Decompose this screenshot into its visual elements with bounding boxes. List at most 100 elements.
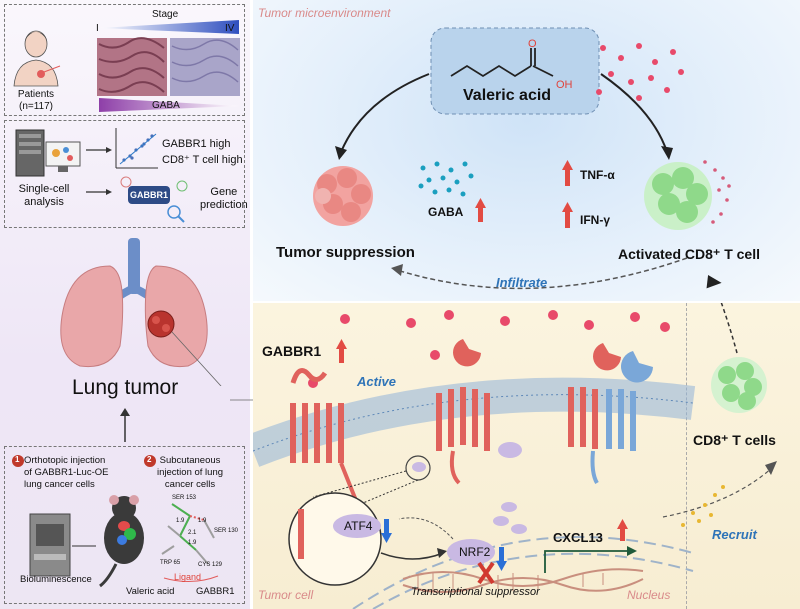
tumor-suppression-label: Tumor suppression: [276, 244, 415, 261]
distance-label: 2.1: [188, 530, 197, 536]
cxcl13-label: CXCL13: [553, 530, 603, 545]
nrf2-down-arrow-icon: [496, 547, 507, 571]
cell-circle-icon: [120, 176, 132, 188]
ifn-up-arrow-icon: [562, 202, 573, 228]
tme-graphics: [313, 27, 731, 290]
experiment-box: [4, 446, 245, 604]
step1-number: 1: [15, 455, 20, 464]
experiment-graphics: [12, 455, 219, 588]
activated-cd8-cell-icon: [644, 162, 712, 230]
lung-tumor-label: Lung tumor: [72, 376, 179, 399]
mouse-icon: [99, 495, 144, 588]
arrow-up-to-lung: [120, 408, 130, 442]
gabbr1-up-arrow-icon: [336, 339, 347, 363]
activated-arrowhead: [706, 275, 722, 289]
ligand-bracket: [163, 575, 219, 582]
nucleus-label: Nucleus: [627, 588, 671, 602]
suppression-x-icon: [477, 561, 495, 585]
protein-fragment: [493, 516, 509, 526]
tumor-microenvironment-title: Tumor microenvironment: [258, 6, 391, 20]
tumor-cell-graphics: [253, 303, 777, 609]
oxygen-atom-label: O: [528, 38, 537, 50]
patients-label: Patients: [17, 89, 55, 100]
infiltrate-arrow: [396, 257, 688, 290]
patient-figure-icon: [13, 30, 61, 87]
tnf-label: TNF-α: [580, 168, 615, 182]
stage-gradient-bar: [99, 20, 239, 34]
cell-circle-icon: [176, 180, 188, 192]
gabbr1-label: GABBR1: [262, 343, 322, 359]
stage-end-label: IV: [225, 23, 235, 34]
gabbr1-box-label: GABBR1: [129, 190, 168, 200]
single-cell-caption: Single-cell analysis: [14, 183, 74, 209]
arrow-to-cd8: [600, 73, 668, 153]
lung-connector: [230, 399, 256, 401]
step2-line2: injection of lung: [157, 467, 224, 478]
step2-line1: Subcutaneous: [159, 455, 221, 466]
gabbr1-gene-box: [128, 186, 170, 204]
gaba-particles: [418, 161, 474, 197]
patients-box: [4, 4, 245, 116]
single-cell-label: Single-cell: [18, 183, 70, 195]
ifn-label: IFN-γ: [580, 213, 610, 227]
tnf-up-arrow-icon: [562, 160, 573, 186]
step1-badge: [12, 455, 24, 467]
gabbr1-receptor-icon: [290, 368, 363, 514]
valeric-acid-label: Valeric acid: [463, 87, 552, 104]
arrow-to-tumor-suppression: [340, 73, 430, 153]
stage-start-label: I: [96, 23, 99, 34]
tumor-cell-label: Tumor cell: [258, 588, 314, 602]
protein-fragment: [511, 524, 527, 534]
gabbr1-small-label: GABBR1: [196, 586, 235, 597]
gabbr1-high-label: GABBR1 high: [162, 138, 231, 150]
scatter-trend-line: [119, 133, 157, 165]
nucleus-membrane: [352, 536, 694, 609]
stage-iv-tissue-image: [170, 38, 240, 96]
valeric-acid-small-label: Valeric acid: [126, 586, 175, 597]
gaba-bar-label: GABA: [152, 100, 180, 111]
atf4-down-arrow-icon: [381, 519, 392, 543]
protein-fragment: [501, 502, 517, 512]
lungs-graphic: [60, 238, 222, 386]
gabbr1-receptor-icon: [436, 339, 490, 485]
promoter-arrow: [544, 550, 629, 573]
cxcl13-up-arrow-icon: [617, 519, 628, 541]
bioluminescence-label: Bioluminescence: [20, 574, 92, 585]
lungs-icon: [60, 238, 208, 368]
residue-label: TRP 65: [160, 560, 181, 566]
step2-text: Subcutaneous injection of lung cancer ce…: [157, 455, 223, 491]
valeric-acid-box: [430, 27, 600, 115]
step1-line2: of GABBR1-Luc-OE: [24, 467, 109, 478]
gabbr1-dimer-receptor-icon: [568, 343, 653, 485]
residue-label: SER 153: [172, 495, 197, 501]
analysis-label: analysis: [24, 196, 64, 208]
step1-line3: lung cancer cells: [24, 479, 95, 490]
infiltrate-label: Infiltrate: [496, 275, 548, 290]
gaba-label: GABA: [428, 205, 464, 219]
gaba-up-arrow-icon: [475, 198, 486, 222]
step2-line3: cancer cells: [164, 479, 216, 490]
valeric-acid-particles: [596, 43, 684, 101]
tumor-cluster-icon: [313, 166, 373, 226]
patients-count: (n=117): [18, 101, 53, 112]
docking-structure: [161, 503, 215, 565]
step1-line1: Orthotopic injection: [24, 455, 106, 466]
dna-strand: [402, 568, 644, 587]
dna-rungs: [417, 573, 604, 591]
distance-label: 1.9: [188, 540, 197, 546]
bioluminescence-imager-icon: [29, 513, 71, 577]
gene-label: Gene: [210, 186, 238, 198]
g-protein-icon: [498, 442, 522, 458]
distance-label: 1.9: [198, 518, 207, 524]
atf4-to-nrf2-arrow: [380, 552, 444, 560]
step1-text: Orthotopic injection of GABBR1-Luc-OE lu…: [24, 455, 108, 491]
step2-number: 2: [147, 455, 152, 464]
activated-cd8-label: Activated CD8⁺ T cell: [618, 246, 760, 262]
cytokine-particles: [703, 160, 731, 224]
transcriptional-suppressor-label: Transcriptional suppressor: [411, 586, 540, 598]
patients-box-graphics: [13, 20, 240, 112]
tumor-icon: [147, 310, 175, 338]
atf4-label: ATF4: [344, 519, 373, 533]
single-cell-box: [4, 120, 245, 228]
cd8-to-activated-arrow: [720, 303, 738, 354]
